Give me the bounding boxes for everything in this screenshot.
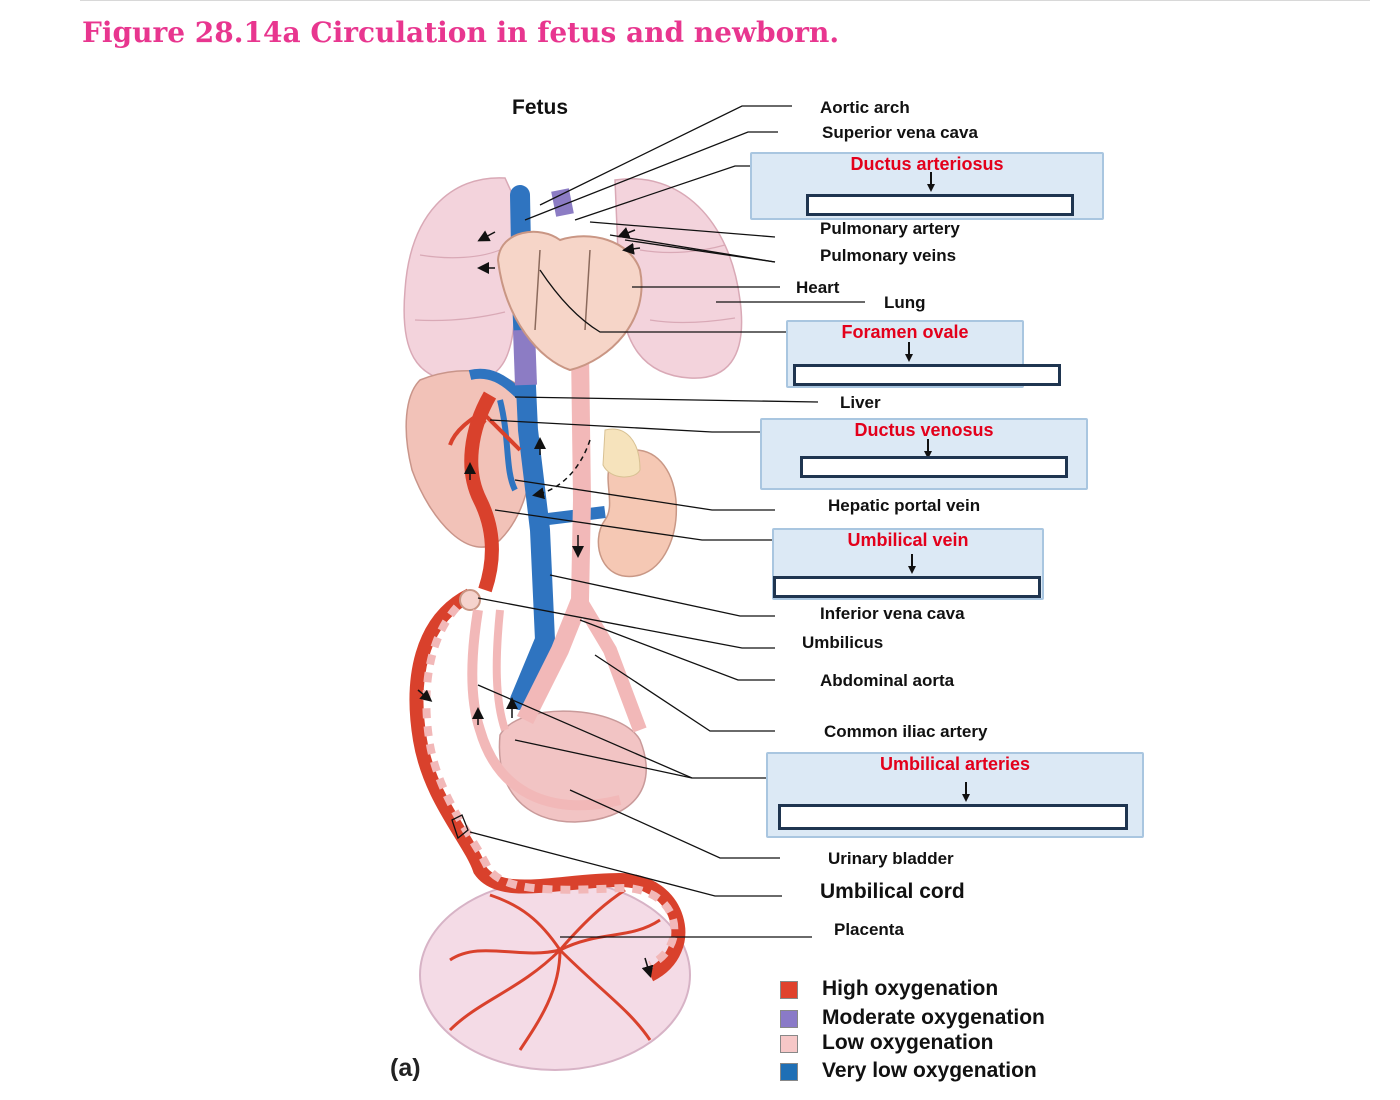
right-lung <box>614 178 743 379</box>
label-heart: Heart <box>796 278 840 297</box>
box-ductus-arteriosus: Ductus arteriosus <box>750 152 1104 220</box>
box-title-ductus-arteriosus: Ductus arteriosus <box>850 154 1004 174</box>
fetus-heading: Fetus <box>512 96 569 119</box>
box-foramen-ovale: Foramen ovale <box>786 320 1061 388</box>
label-abdominal-aorta: Abdominal aorta <box>820 671 955 690</box>
label-umbilical-cord: Umbilical cord <box>820 880 965 903</box>
legend-label-high: High oxygenation <box>822 977 999 1000</box>
label-liver: Liver <box>840 393 881 412</box>
box-umbilical-vein: Umbilical vein <box>772 528 1044 600</box>
box-ductus-venosus: Ductus venosus <box>760 418 1088 490</box>
arrow-down-icon <box>962 782 971 802</box>
box-title-ductus-venosus: Ductus venosus <box>854 420 994 440</box>
box-title-umbilical-vein: Umbilical vein <box>847 530 969 550</box>
box-title-foramen-ovale: Foramen ovale <box>841 322 969 342</box>
umbilical-vein-shape <box>464 391 499 593</box>
umbilical-arteries-shape <box>467 609 622 811</box>
adrenal-gland <box>602 428 641 478</box>
placenta-vessels <box>448 888 661 1051</box>
label-urinary-bladder: Urinary bladder <box>828 849 954 868</box>
legend-swatch-very-low <box>780 1063 798 1081</box>
answer-field-ductus-arteriosus[interactable] <box>806 194 1074 216</box>
label-lung: Lung <box>884 293 926 312</box>
label-pulmonary-veins: Pulmonary veins <box>820 246 957 265</box>
answer-field-umbilical-vein[interactable] <box>773 576 1041 598</box>
answer-field-foramen-ovale[interactable] <box>793 364 1061 386</box>
box-title-umbilical-arteries: Umbilical arteries <box>879 754 1031 774</box>
arrow-down-icon <box>927 172 935 192</box>
answer-field-ductus-venosus[interactable] <box>800 456 1068 478</box>
label-superior-vena-cava: Superior vena cava <box>822 123 978 142</box>
arrow-down-icon <box>905 342 913 362</box>
kidney <box>597 449 677 578</box>
legend-label-low: Low oxygenation <box>822 1031 994 1054</box>
panel-label: (a) <box>390 1054 421 1082</box>
legend-swatch-moderate <box>780 1010 798 1028</box>
label-aortic-arch: Aortic arch <box>820 98 910 117</box>
figure-title: Figure 28.14a Circulation in fetus and n… <box>82 16 840 49</box>
legend-swatch-low <box>780 1035 798 1053</box>
label-umbilicus: Umbilicus <box>802 633 884 652</box>
top-rule <box>80 0 1370 1</box>
arrow-down-icon <box>908 554 916 574</box>
legend-label-very-low: Very low oxygenation <box>822 1059 1037 1082</box>
label-pulmonary-artery: Pulmonary artery <box>820 219 960 238</box>
leader-lines <box>451 105 865 938</box>
flow-arrow-icon <box>417 227 654 978</box>
arrow-down-icon <box>924 439 932 459</box>
mixed-segment <box>513 329 537 386</box>
legend-label-moderate: Moderate oxygenation <box>822 1006 1045 1029</box>
left-lung <box>403 177 516 383</box>
label-inferior-vena-cava: Inferior vena cava <box>820 604 965 623</box>
answer-field-umbilical-arteries[interactable] <box>778 804 1128 830</box>
box-umbilical-arteries: Umbilical arteries <box>766 752 1144 838</box>
label-common-iliac-artery: Common iliac artery <box>824 722 988 741</box>
label-placenta: Placenta <box>834 920 904 939</box>
umbilical-cord-shape <box>409 588 686 982</box>
legend-swatch-high <box>780 981 798 999</box>
label-hepatic-portal-vein: Hepatic portal vein <box>828 496 981 515</box>
